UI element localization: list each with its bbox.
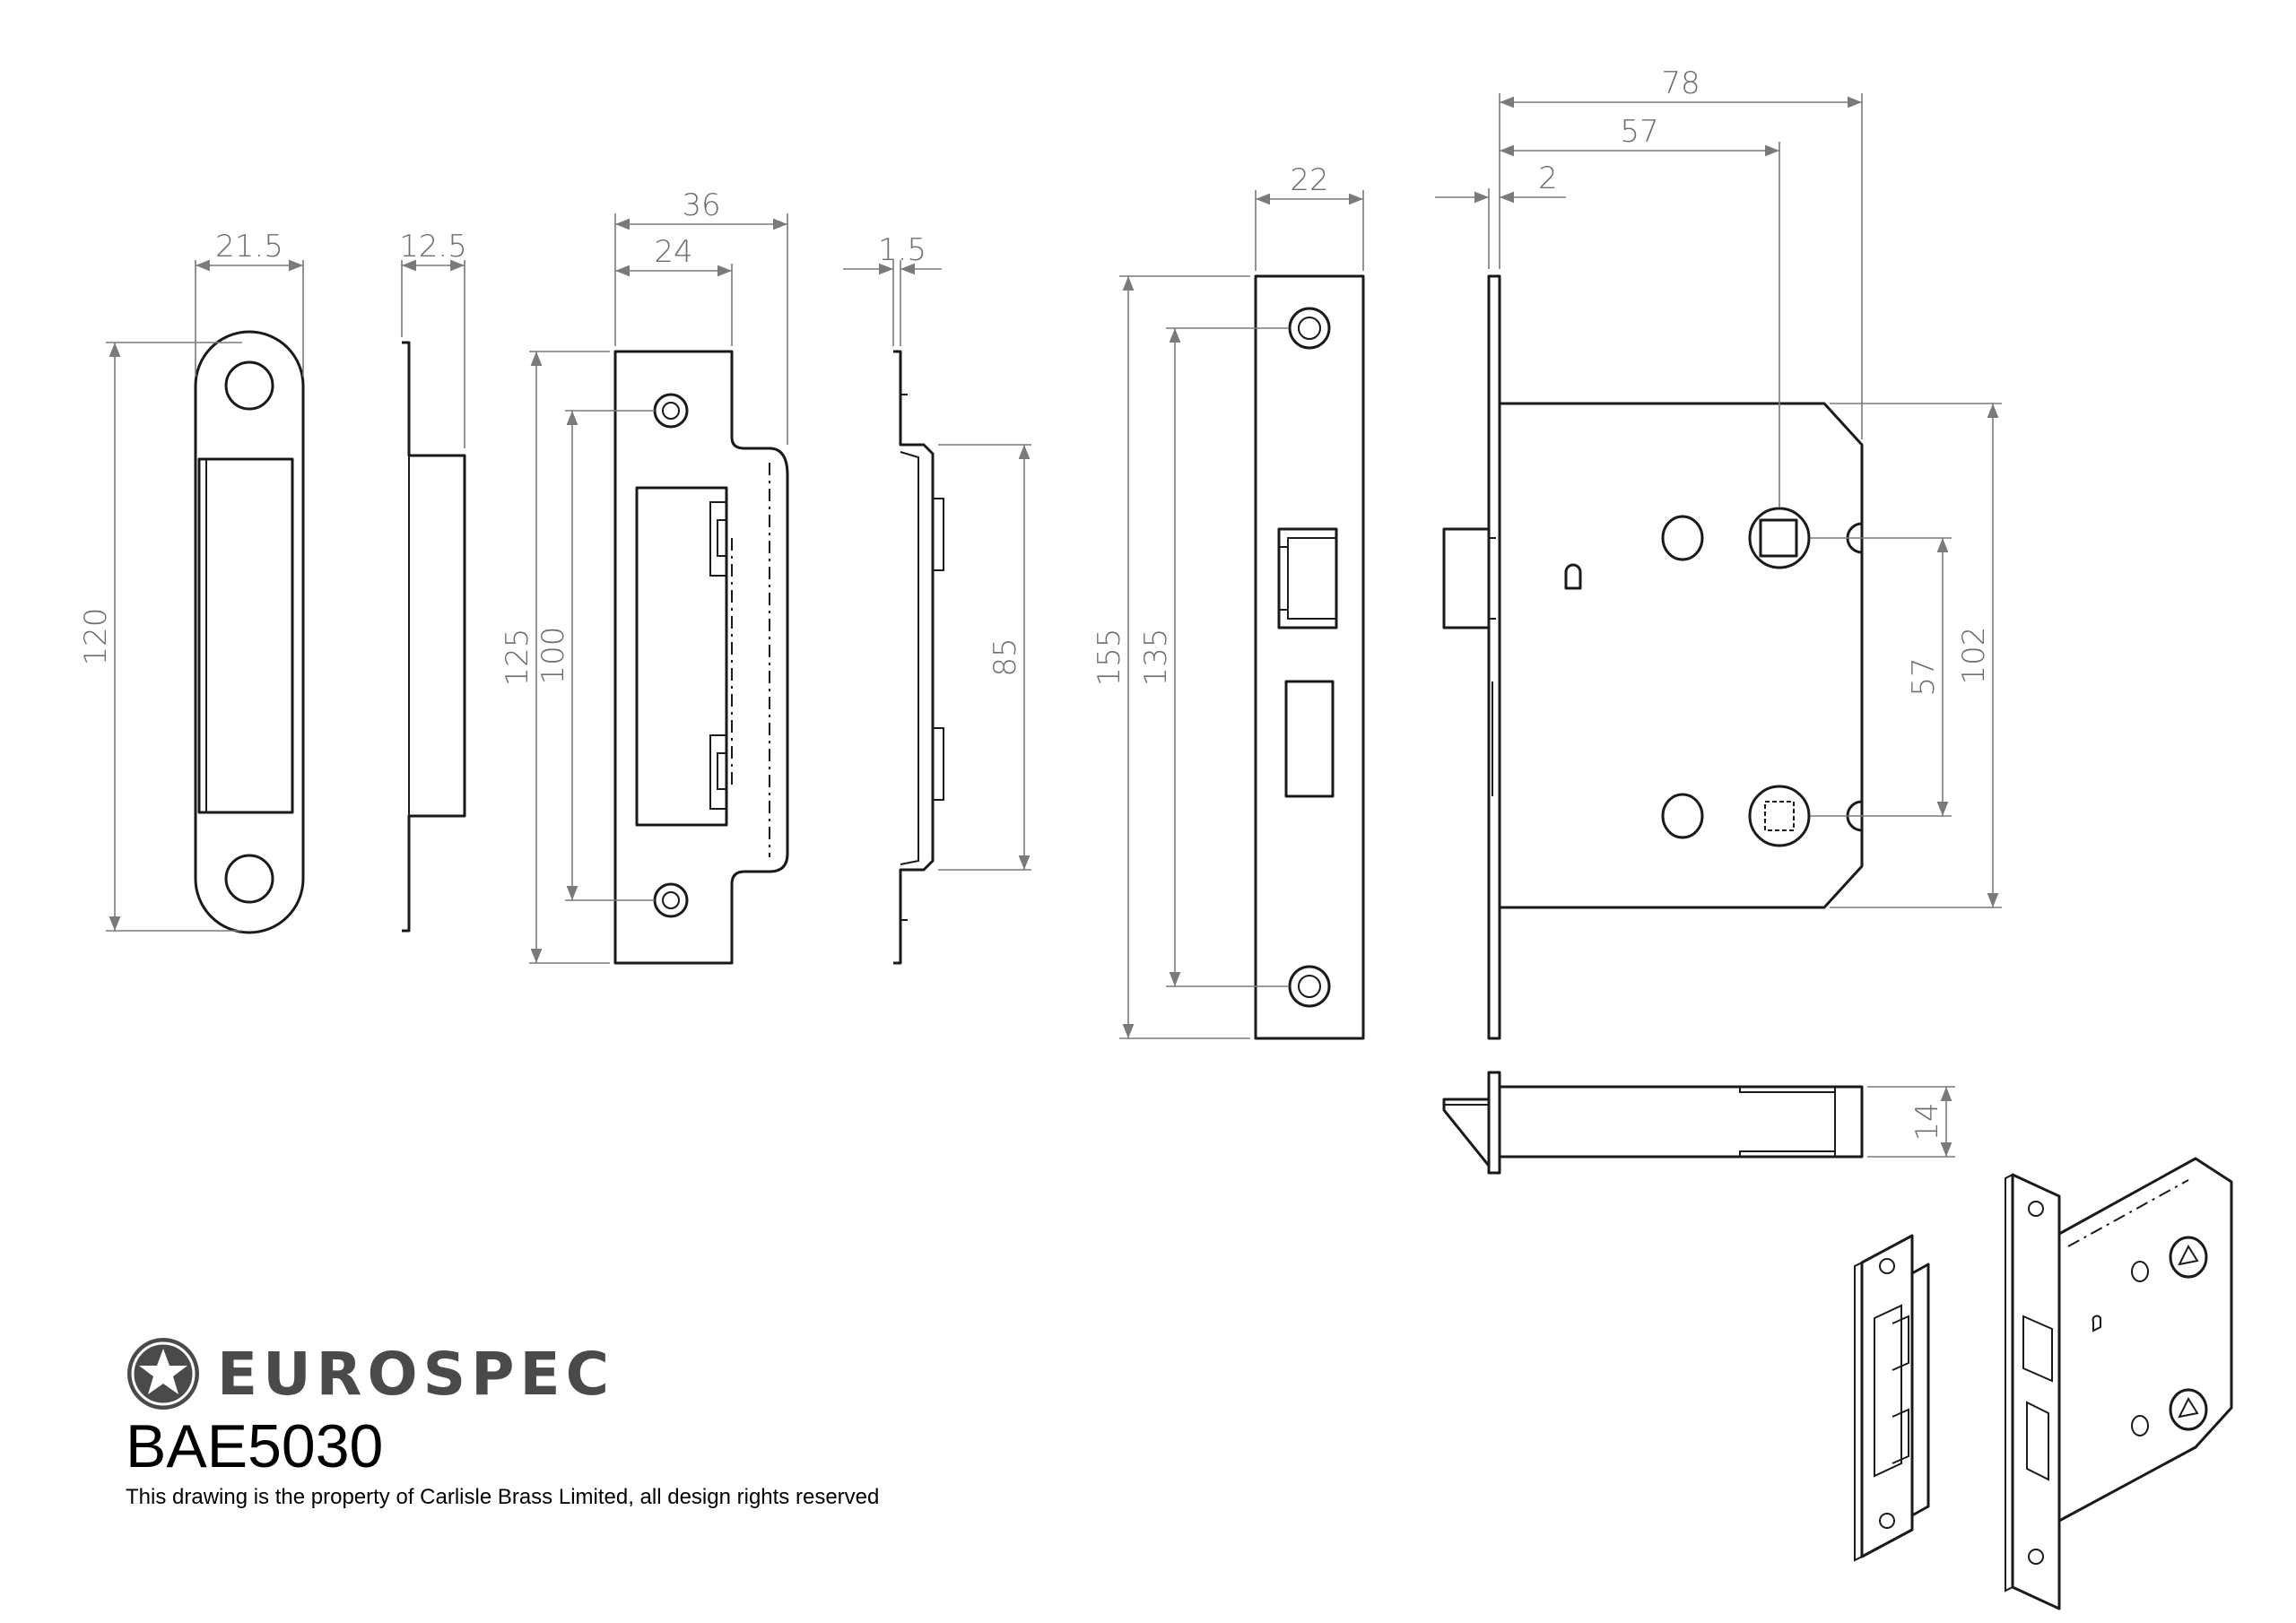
star-circle-icon bbox=[127, 1338, 199, 1410]
dim-strike-height: 120 bbox=[78, 342, 242, 932]
dim-keep-hole-centres: 100 bbox=[535, 410, 655, 901]
dim-lock-backset-spindle: 57 bbox=[1500, 114, 1780, 508]
strike-plate-front-view bbox=[194, 330, 305, 934]
dim-label: 78 bbox=[1661, 65, 1700, 101]
strike-plate-side-view bbox=[402, 341, 466, 933]
lock-body-side-view bbox=[1442, 274, 1864, 1040]
dim-forend-hole-centres: 135 bbox=[1138, 327, 1288, 987]
brand-block: EUROSPEC BAE5030 This drawing is the pro… bbox=[126, 1336, 879, 1510]
dim-keep-width-inner: 24 bbox=[615, 234, 733, 346]
isometric-lock-body-view bbox=[2005, 1157, 2233, 1610]
dim-lock-case-height: 102 bbox=[1830, 403, 2002, 908]
dim-label: 36 bbox=[682, 187, 720, 223]
dim-strike-width: 21.5 bbox=[195, 229, 304, 377]
dim-keep-side-thickness: 1.5 bbox=[843, 232, 942, 346]
dim-label: 135 bbox=[1138, 629, 1174, 687]
dim-label: 12.5 bbox=[399, 229, 467, 265]
dim-label: 1.5 bbox=[878, 232, 926, 268]
dim-label: 21.5 bbox=[215, 229, 283, 265]
dim-label: 102 bbox=[1956, 627, 1992, 685]
dim-label: 155 bbox=[1091, 629, 1127, 687]
keep-front-view bbox=[613, 350, 789, 965]
dim-label: 100 bbox=[535, 627, 571, 685]
dim-lock-backset-overall: 78 bbox=[1499, 65, 1863, 439]
product-code: BAE5030 bbox=[126, 1412, 384, 1480]
dim-keep-width-overall: 36 bbox=[614, 187, 788, 445]
keep-side-view bbox=[893, 350, 944, 965]
disclaimer-text: This drawing is the property of Carlisle… bbox=[126, 1485, 880, 1509]
dim-forend-height: 155 bbox=[1091, 275, 1250, 1039]
dim-lock-follower-centres: 57 bbox=[1810, 537, 1952, 817]
isometric-keep-view bbox=[1854, 1234, 1930, 1562]
brand-name: EUROSPEC bbox=[217, 1339, 615, 1409]
dim-forend-width: 22 bbox=[1255, 162, 1364, 271]
dim-label: 57 bbox=[1620, 114, 1658, 150]
dim-label: 57 bbox=[1906, 657, 1942, 696]
dim-label: 120 bbox=[78, 608, 114, 666]
dim-strike-depth: 12.5 bbox=[399, 229, 467, 448]
dim-lock-forend-thickness: 2 bbox=[1435, 161, 1566, 269]
latch-bolt-top-view bbox=[1442, 1071, 1864, 1175]
dim-keep-height-overall: 125 bbox=[500, 351, 610, 964]
dim-label: 14 bbox=[1909, 1102, 1945, 1141]
forend-front-view bbox=[1254, 274, 1365, 1040]
dim-keep-box-height: 85 bbox=[938, 444, 1031, 871]
dim-label: 22 bbox=[1290, 162, 1328, 198]
dim-bolt-thickness: 14 bbox=[1867, 1086, 1955, 1158]
dim-label: 2 bbox=[1538, 161, 1558, 196]
dim-label: 85 bbox=[987, 638, 1023, 676]
dim-label: 24 bbox=[654, 234, 692, 270]
dim-label: 125 bbox=[500, 629, 535, 687]
brand-row: EUROSPEC bbox=[126, 1336, 879, 1411]
